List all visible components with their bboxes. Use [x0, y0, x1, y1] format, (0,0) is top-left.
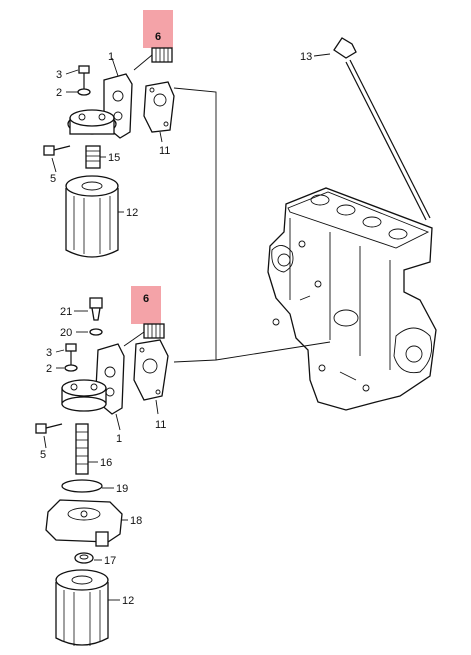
leader-to-block-bottom	[173, 341, 331, 363]
highlight-box-top	[143, 10, 173, 48]
seal-20	[76, 328, 103, 336]
callout-21[interactable]: 21	[60, 306, 72, 318]
threaded-pipe-15-top	[85, 145, 106, 169]
callout-12-top[interactable]: 12	[126, 207, 138, 219]
callout-17[interactable]: 17	[104, 555, 116, 567]
o-ring-19	[61, 479, 114, 493]
callout-12-bottom[interactable]: 12	[122, 595, 134, 607]
bolt-3-top	[65, 65, 90, 92]
callout-11-bottom[interactable]: 11	[155, 419, 166, 431]
callout-18[interactable]: 18	[130, 515, 142, 527]
threaded-pipe-16	[75, 423, 98, 475]
callout-2-bottom[interactable]: 2	[46, 363, 52, 375]
callout-20[interactable]: 20	[60, 327, 72, 339]
oil-pressure-switch-top	[133, 47, 173, 71]
filter-flange-top	[67, 109, 117, 135]
nut-17	[74, 552, 102, 564]
callout-1-bottom[interactable]: 1	[116, 433, 122, 445]
filter-flange-bottom	[61, 379, 107, 412]
callout-15-top[interactable]: 15	[108, 152, 120, 164]
highlight-box-bottom	[131, 286, 161, 324]
washer-2-bottom	[56, 364, 78, 372]
bolt-3-bottom	[55, 343, 77, 368]
callout-13[interactable]: 13	[300, 51, 312, 63]
oil-filter-12-top	[65, 175, 124, 258]
sender-21	[74, 297, 103, 321]
dipstick-13	[313, 37, 431, 221]
gasket-11-top	[143, 81, 175, 143]
callout-2-top[interactable]: 2	[56, 87, 62, 99]
callout-3-bottom[interactable]: 3	[46, 347, 52, 359]
callout-6-bottom[interactable]: 6	[143, 293, 149, 305]
screw-5-bottom	[35, 423, 63, 449]
callout-19[interactable]: 19	[116, 483, 128, 495]
oil-pressure-switch-bottom	[123, 323, 165, 347]
gasket-11-bottom	[133, 339, 169, 415]
callout-5-bottom[interactable]: 5	[40, 449, 46, 461]
callout-16[interactable]: 16	[100, 457, 112, 469]
screw-5-top	[43, 145, 71, 173]
callout-1-top[interactable]: 1	[108, 51, 114, 63]
washer-2-top	[66, 88, 91, 96]
leader-to-block	[173, 87, 217, 360]
oil-filter-12-bottom	[55, 569, 120, 646]
callout-11-top[interactable]: 11	[159, 145, 170, 157]
callout-6-top[interactable]: 6	[155, 31, 161, 43]
engine-block	[267, 187, 437, 411]
callout-3-top[interactable]: 3	[56, 69, 62, 81]
oil-cooler-18	[45, 499, 128, 547]
callout-5-top[interactable]: 5	[50, 173, 56, 185]
